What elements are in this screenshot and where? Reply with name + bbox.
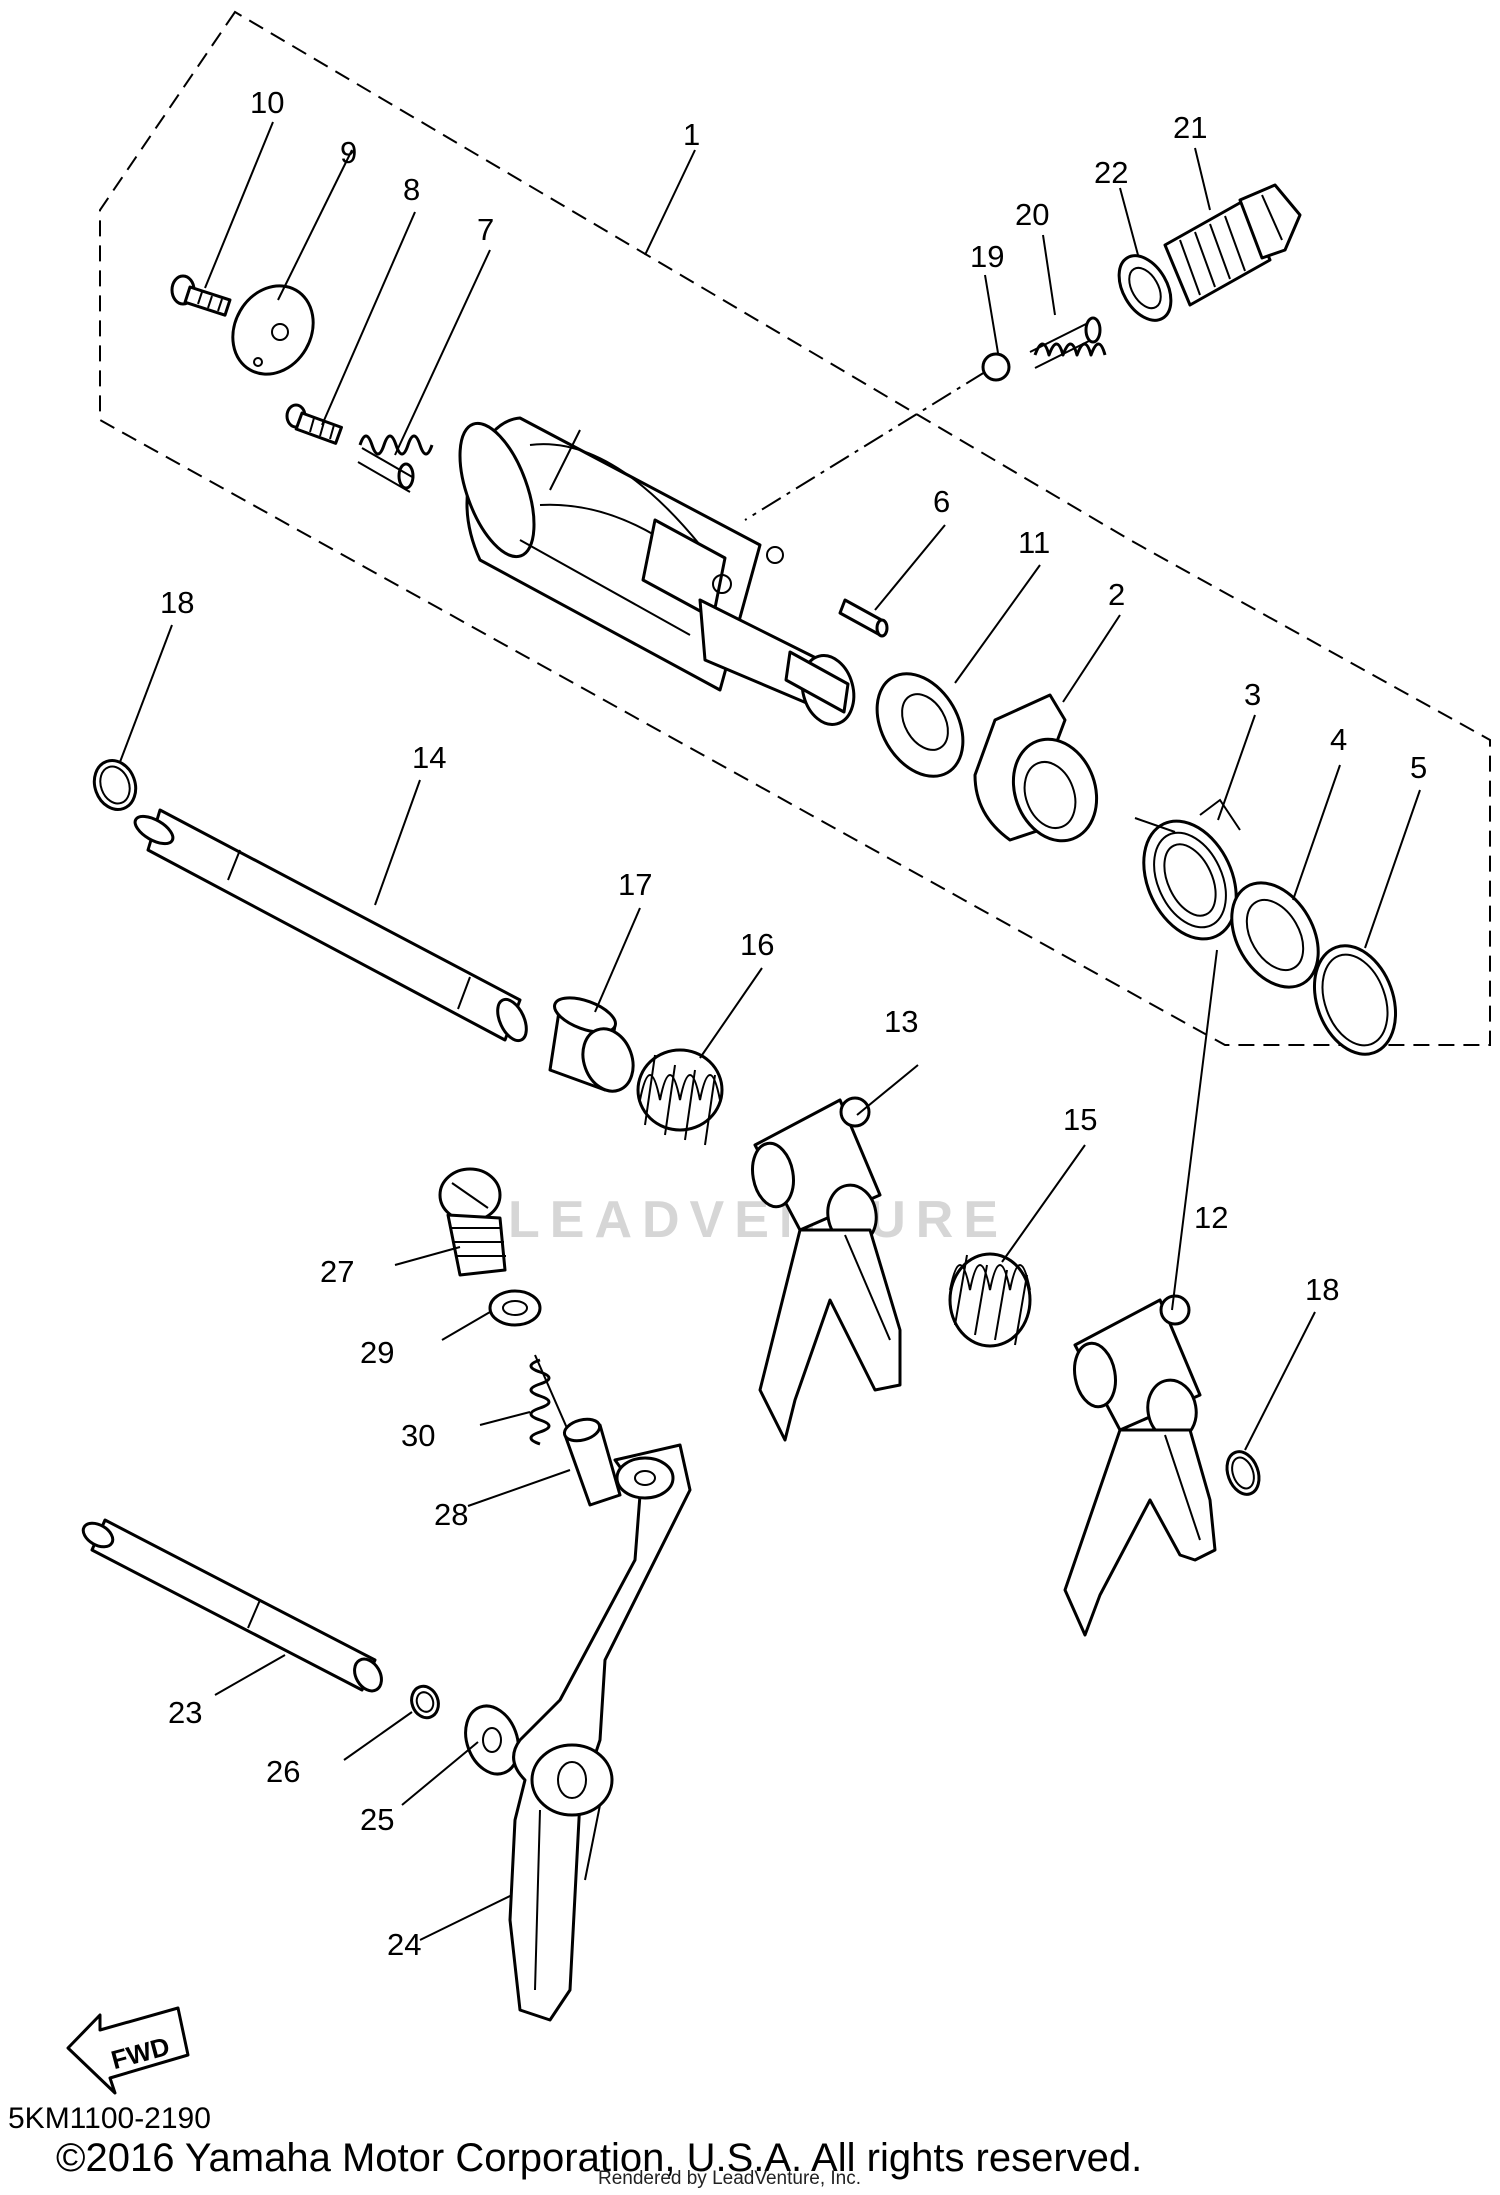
label-27: 27 [320, 1254, 354, 1289]
assembly-line [744, 371, 986, 521]
part-16-spring [636, 1048, 724, 1146]
label-11: 11 [1018, 525, 1050, 560]
part-15-spring [948, 1252, 1032, 1348]
part-5-circlip [1312, 944, 1398, 1056]
label-21: 21 [1173, 110, 1207, 145]
label-26: 26 [266, 1754, 300, 1789]
label-24: 24 [387, 1927, 421, 1962]
label-16: 16 [740, 927, 774, 962]
part-13-shift-fork [751, 1096, 902, 1442]
label-14: 14 [412, 740, 446, 775]
leadventure-watermark: LEADVENTURE [508, 1191, 1009, 1249]
label-3: 3 [1244, 677, 1261, 712]
part-8-pin [285, 403, 343, 445]
label-10: 10 [250, 85, 284, 120]
label-29: 29 [360, 1335, 394, 1370]
part-4-washer [1230, 881, 1320, 989]
part-11-washer [875, 672, 965, 778]
label-15: 15 [1063, 1102, 1097, 1137]
part-9-plate [231, 284, 315, 376]
part-24-shift-fork [508, 1443, 692, 2022]
part-7-spring [357, 434, 434, 493]
part-labels: 1 2 3 4 5 6 7 8 9 10 11 12 13 14 15 16 1… [160, 85, 1427, 1962]
part-30-spring [529, 1354, 571, 1446]
fwd-direction-arrow: FWD [66, 2006, 190, 2095]
part-18-circlip-left [92, 759, 138, 811]
label-2: 2 [1108, 577, 1125, 612]
label-18-left: 18 [160, 585, 194, 620]
part-19-ball [981, 352, 1011, 382]
label-28: 28 [434, 1497, 468, 1532]
label-23: 23 [168, 1695, 202, 1730]
label-9: 9 [340, 135, 357, 170]
part-29-washer [488, 1289, 542, 1327]
part-12-shift-fork [1063, 1294, 1217, 1637]
label-17: 17 [618, 867, 652, 902]
part-27-bolt [438, 1167, 507, 1277]
part-10-screw [170, 274, 232, 317]
part-23-shaft [81, 1518, 383, 1693]
label-20: 20 [1015, 197, 1049, 232]
label-5: 5 [1410, 750, 1427, 785]
part-6-dowel-pin [838, 598, 889, 638]
part-25-washer [464, 1704, 520, 1776]
label-12: 12 [1194, 1200, 1228, 1235]
part-1-shift-drum [458, 416, 856, 726]
label-8: 8 [403, 172, 420, 207]
part-3-torsion-spring [1134, 798, 1241, 941]
label-1: 1 [683, 117, 700, 152]
label-6: 6 [933, 484, 950, 519]
part-17-collar [548, 996, 635, 1093]
part-18-circlip-right [1225, 1450, 1261, 1496]
part-28-plunger [562, 1417, 622, 1507]
part-26-circlip [410, 1684, 440, 1720]
diagram-code: 5KM1100-2190 [8, 2102, 211, 2135]
label-7: 7 [477, 212, 494, 247]
label-22: 22 [1094, 155, 1128, 190]
part-20-spring [1029, 316, 1107, 369]
label-13: 13 [884, 1004, 918, 1039]
label-25: 25 [360, 1802, 394, 1837]
copyright-notice: ©2016 Yamaha Motor Corporation, U.S.A. A… [56, 2136, 1143, 2180]
label-19: 19 [970, 239, 1004, 274]
rendered-by-notice: Rendered by LeadVenture, Inc. [598, 2168, 862, 2189]
part-14-shift-fork-shaft [133, 808, 528, 1043]
part-21-plug-bolt [1163, 183, 1302, 307]
label-4: 4 [1330, 722, 1347, 757]
leader-lines [119, 121, 1421, 1941]
label-18-right: 18 [1305, 1272, 1339, 1307]
part-22-washer [1117, 254, 1173, 322]
label-30: 30 [401, 1418, 435, 1453]
part-2-lever [973, 693, 1099, 843]
